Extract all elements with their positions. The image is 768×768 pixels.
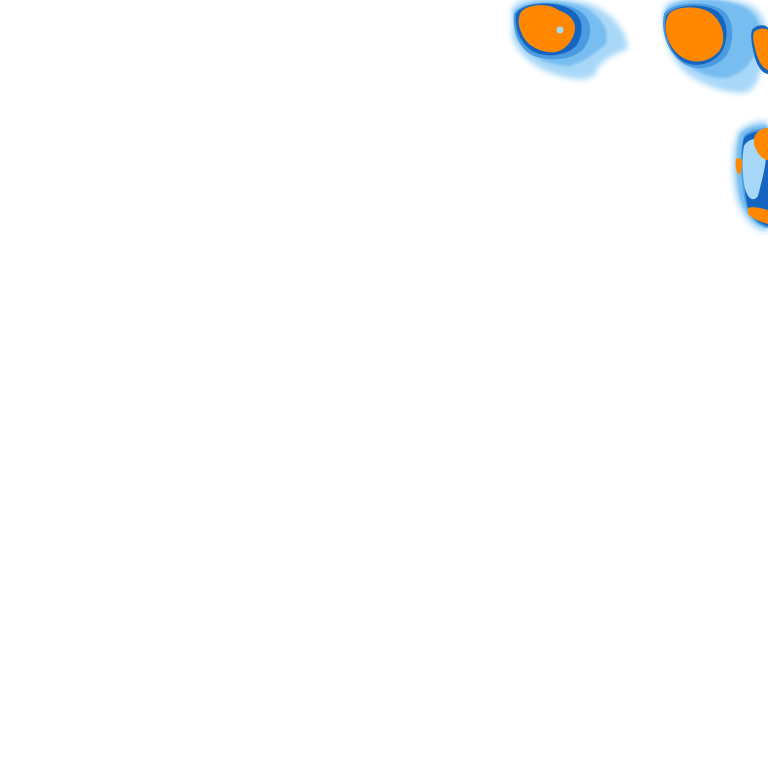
precip-cell-east [732,121,768,232]
precip-cell-north-east [662,0,768,93]
precip-core-intense [754,128,768,160]
precip-core-intense [748,207,768,224]
precip-gap [556,26,564,34]
precip-core-intense [753,28,768,70]
precip-core-intense [735,157,742,175]
precip-core-intense [665,7,724,62]
precip-cell-north-west [512,0,628,80]
precip-core-intense [518,5,576,53]
